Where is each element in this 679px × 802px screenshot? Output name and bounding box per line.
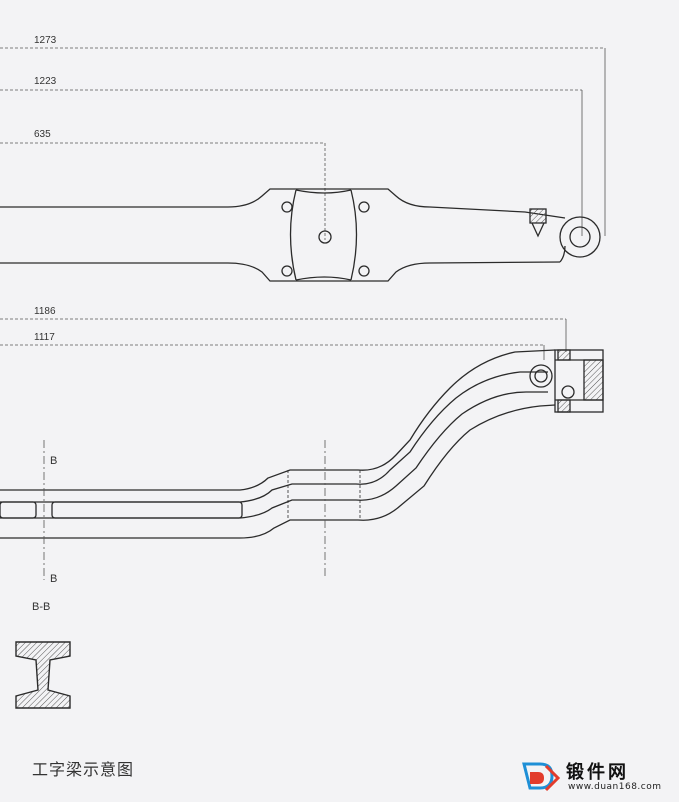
dim-1186: 1186	[34, 306, 56, 317]
dim-1273: 1273	[34, 35, 57, 46]
section-mark-upper: B	[50, 455, 57, 467]
section-lines	[43, 440, 326, 580]
dim-1223: 1223	[34, 76, 57, 87]
logo-name: 锻件网	[566, 762, 629, 783]
bottom-dimension-lines	[0, 318, 567, 360]
top-dimension-lines	[0, 47, 606, 240]
site-logo: 锻件网 www.duan168.com	[518, 758, 678, 798]
i-beam-cross-section	[15, 641, 71, 709]
section-mark-lower: B	[50, 573, 57, 585]
dim-635: 635	[34, 129, 51, 140]
logo-url: www.duan168.com	[568, 782, 662, 792]
dim-1117: 1117	[34, 332, 55, 343]
top-beam-outline	[0, 188, 601, 282]
logo-mark-icon	[522, 762, 561, 792]
bottom-beam-outline	[0, 349, 604, 539]
caption: 工字梁示意图	[32, 760, 135, 779]
section-title: B-B	[32, 601, 50, 613]
